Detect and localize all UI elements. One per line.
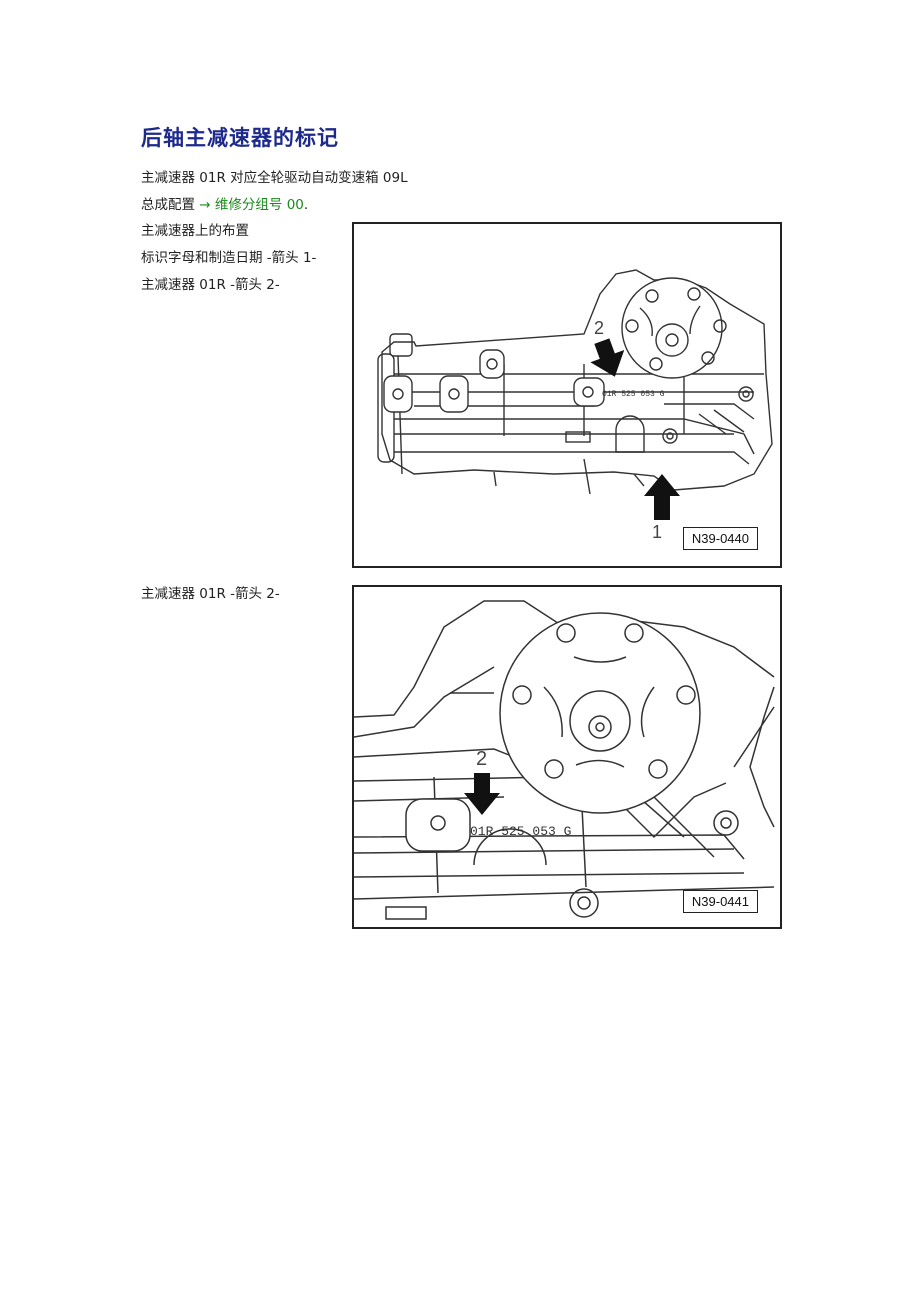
section-2-caption: 主减速器 01R -箭头 2- bbox=[141, 586, 280, 602]
arrow-2-icon-fig2 bbox=[464, 773, 500, 815]
figure-2-label: N39-0441 bbox=[682, 890, 758, 913]
arrow-2-label: 2 bbox=[594, 318, 604, 338]
arrangement-item-2: 主减速器 01R -箭头 2- bbox=[141, 277, 280, 293]
figure-2: 01R 525 053 G 2 N39-0441 bbox=[352, 585, 782, 929]
arrangement-heading: 主减速器上的布置 bbox=[141, 223, 249, 239]
final-drive-drawing-2: 01R 525 053 G 2 bbox=[354, 600, 775, 920]
figure-1-label: N39-0440 bbox=[682, 527, 758, 550]
arrow-2-icon bbox=[590, 338, 625, 377]
arrow-1-icon bbox=[644, 474, 680, 520]
intro-line-2: 总成配置 → 维修分组号 00. bbox=[141, 193, 308, 213]
intro-line-2-prefix: 总成配置 bbox=[141, 197, 200, 213]
figure-1: 01R 525 053 G 2 1 N39-0440 bbox=[352, 222, 782, 568]
arrow-2-label-fig2: 2 bbox=[476, 748, 487, 770]
arrangement-item-1: 标识字母和制造日期 -箭头 1- bbox=[141, 250, 317, 266]
page-title: 后轴主减速器的标记 bbox=[141, 126, 339, 150]
stamp-text-1: 01R 525 053 G bbox=[602, 390, 665, 399]
repair-group-link[interactable]: → 维修分组号 00 bbox=[199, 197, 304, 213]
final-drive-drawing-1: 01R 525 053 G 2 1 bbox=[377, 269, 773, 542]
arrow-1-label: 1 bbox=[652, 522, 662, 542]
intro-line-1: 主减速器 01R 对应全轮驱动自动变速箱 09L bbox=[141, 170, 408, 186]
intro-line-2-suffix: . bbox=[303, 197, 309, 213]
stamp-text-2: 01R 525 053 G bbox=[470, 824, 571, 839]
